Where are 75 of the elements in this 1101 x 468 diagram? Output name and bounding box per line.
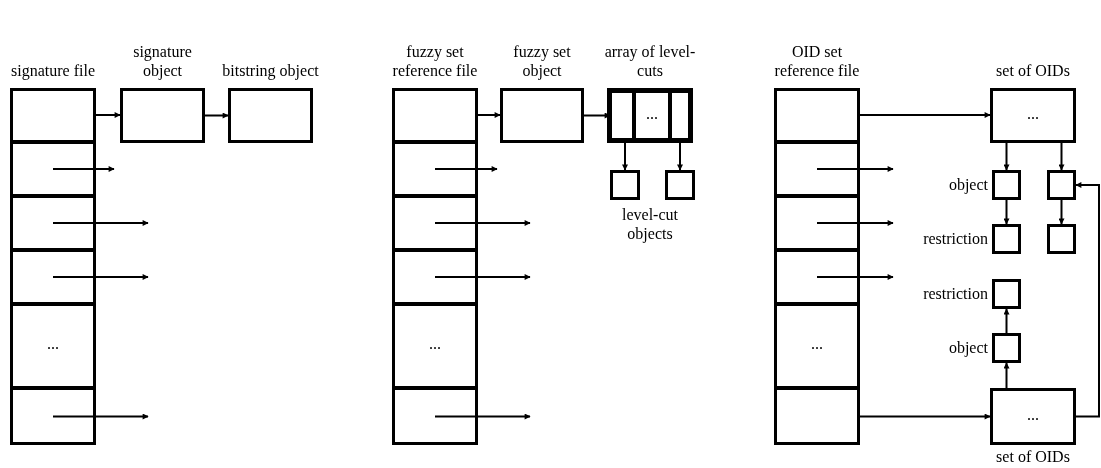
record-cell <box>10 304 96 388</box>
record-cell <box>392 250 478 304</box>
array-cell <box>670 91 690 140</box>
heading-text: array of level-cuts <box>603 42 697 80</box>
record-cell <box>774 250 860 304</box>
arrow <box>52 413 149 420</box>
record-cell <box>10 250 96 304</box>
object-box <box>610 170 640 200</box>
restriction-box <box>1047 224 1076 254</box>
ellipsis-text: ... <box>810 334 824 353</box>
caption-text: level-cut objects <box>621 205 679 243</box>
arrow <box>434 166 498 172</box>
arrow <box>816 220 894 226</box>
arrow <box>477 112 501 118</box>
arrow <box>1003 362 1010 389</box>
arrow <box>95 112 121 118</box>
heading-text: fuzzy set reference file <box>391 42 479 80</box>
arrow <box>1075 182 1100 418</box>
object-box <box>120 88 205 143</box>
record-cell <box>392 196 478 250</box>
heading-text: set of OIDs <box>995 447 1071 466</box>
record-cell <box>392 142 478 196</box>
record-column <box>10 88 96 445</box>
caption-text: object <box>948 175 988 194</box>
heading-text: fuzzy set object <box>512 42 572 80</box>
set-box <box>990 388 1076 445</box>
ellipsis-text: ... <box>46 334 60 353</box>
ellipsis-text: ... <box>645 103 659 123</box>
record-column <box>774 88 860 445</box>
object-box <box>992 333 1021 363</box>
arrow <box>1058 142 1065 171</box>
heading-text: bitstring object <box>221 61 320 80</box>
array-cell <box>610 91 634 140</box>
arrow <box>816 274 894 280</box>
arrow <box>1003 199 1010 225</box>
array-box <box>607 88 693 143</box>
arrow <box>434 413 531 420</box>
heading-text: signature object <box>132 42 193 80</box>
arrow <box>52 274 149 280</box>
object-box <box>500 88 584 143</box>
arrow <box>434 274 531 280</box>
heading-text: signature file <box>10 61 96 80</box>
ellipsis-text: ... <box>1026 404 1040 424</box>
record-column <box>392 88 478 445</box>
object-box <box>1047 170 1076 200</box>
caption-text: restriction <box>923 284 988 303</box>
object-box <box>992 170 1021 200</box>
arrow <box>1003 308 1010 334</box>
arrow <box>434 220 531 226</box>
arrow <box>1058 199 1065 225</box>
record-cell <box>10 142 96 196</box>
arrow <box>204 112 229 119</box>
caption-text: restriction <box>923 229 988 248</box>
ellipsis-text: ... <box>1026 103 1040 123</box>
arrow <box>52 166 115 172</box>
object-box <box>228 88 313 143</box>
arrow <box>859 413 991 420</box>
heading-text: OID set reference file <box>773 42 861 80</box>
set-box <box>990 88 1076 143</box>
restriction-box <box>992 224 1021 254</box>
caption-text: object <box>948 338 988 357</box>
arrow <box>1003 142 1010 171</box>
record-cell <box>774 142 860 196</box>
ellipsis-text: ... <box>428 334 442 353</box>
record-cell <box>10 196 96 250</box>
record-cell <box>774 304 860 388</box>
arrow <box>52 220 149 226</box>
arrow <box>816 166 894 172</box>
object-box <box>665 170 695 200</box>
record-cell <box>392 304 478 388</box>
arrow <box>859 112 991 118</box>
restriction-box <box>992 279 1021 309</box>
record-cell <box>774 196 860 250</box>
heading-text: set of OIDs <box>995 61 1071 80</box>
array-cell <box>634 91 670 140</box>
